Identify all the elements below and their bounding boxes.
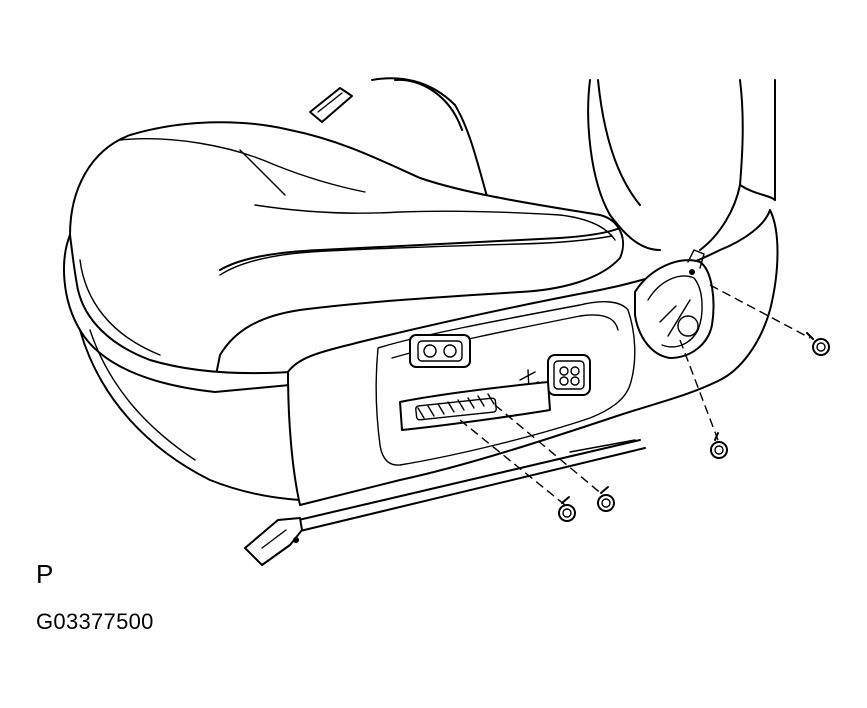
figure-code: G03377500 bbox=[36, 609, 154, 634]
slide-switch bbox=[399, 381, 551, 431]
seat-back bbox=[371, 77, 776, 251]
front-rail-bracket bbox=[244, 517, 303, 566]
power-seat-switch-panel bbox=[399, 334, 591, 431]
seat-cushion bbox=[63, 121, 625, 501]
recliner-switch bbox=[547, 354, 591, 396]
lumbar-switch bbox=[409, 334, 471, 368]
screw bbox=[597, 486, 615, 512]
recliner-bracket bbox=[634, 249, 715, 359]
screw bbox=[558, 496, 576, 522]
view-label: P bbox=[36, 559, 54, 589]
seat-back-clip bbox=[309, 87, 353, 123]
screw bbox=[806, 332, 830, 356]
leader-lines bbox=[459, 284, 811, 506]
screw bbox=[710, 432, 728, 459]
